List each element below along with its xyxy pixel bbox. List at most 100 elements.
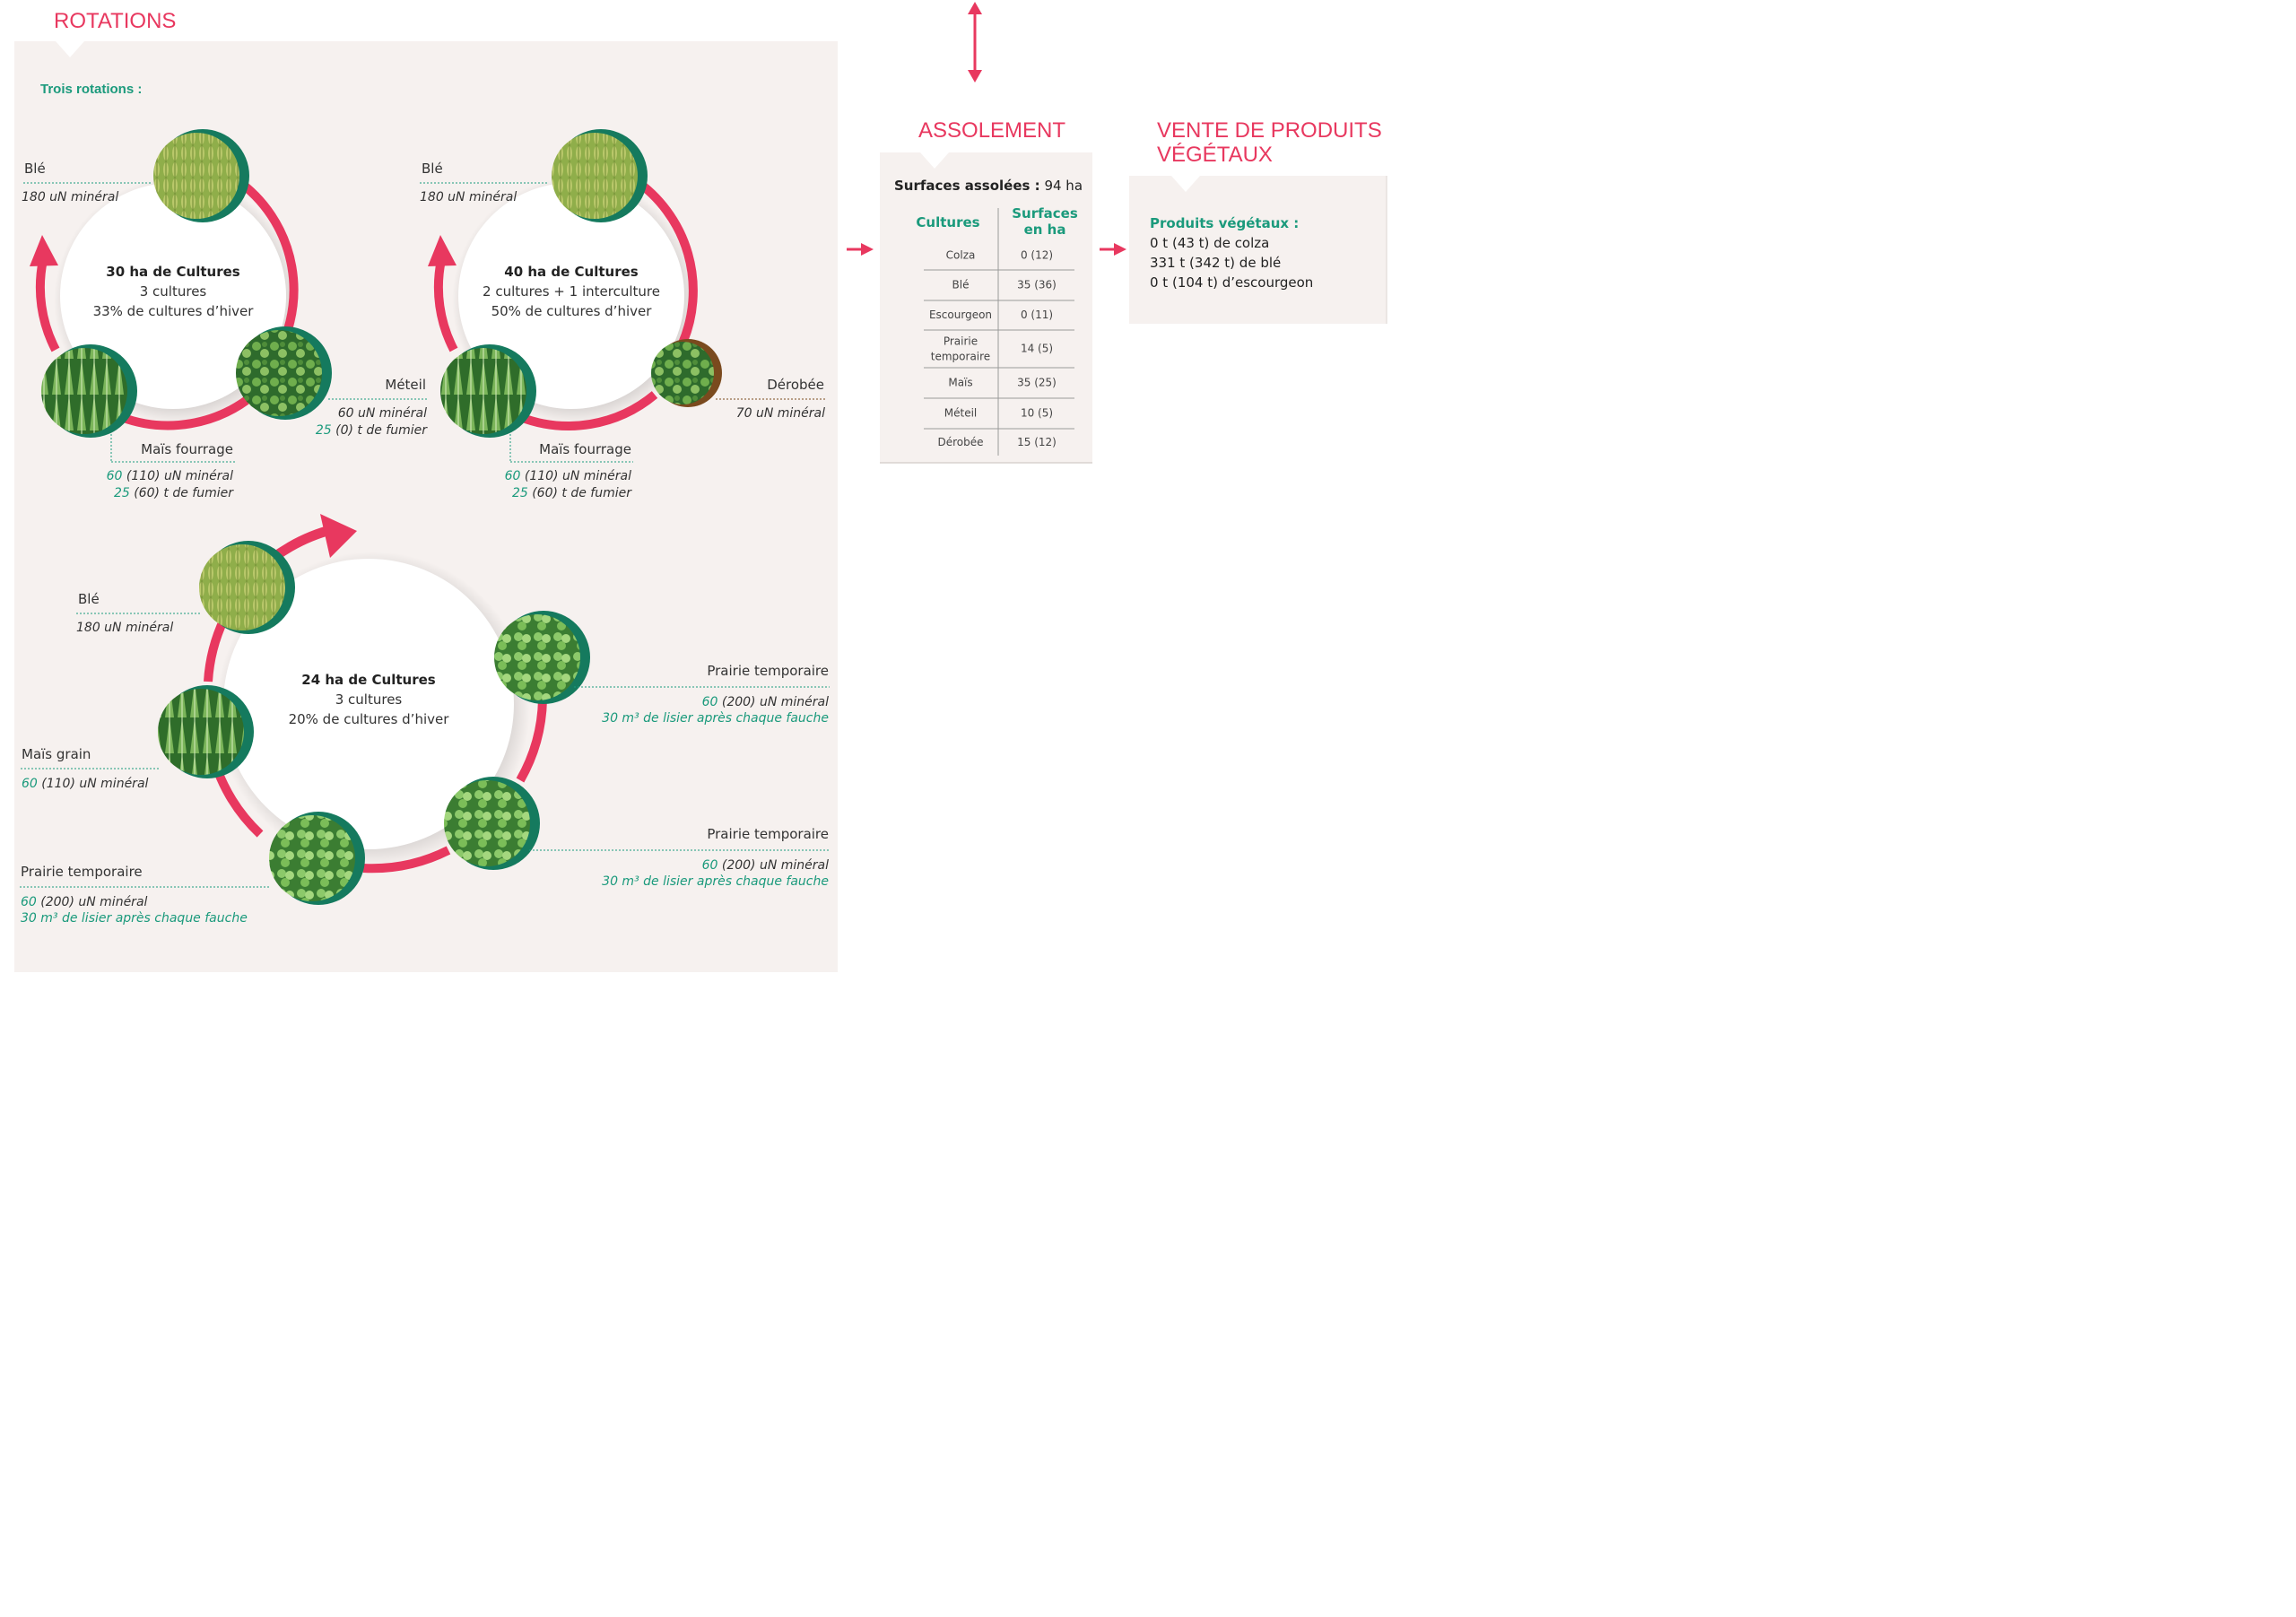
rotation-1-mais-image [41, 344, 137, 438]
rotation-2-ble-n: 180 uN minéral [420, 190, 517, 204]
rotation-3-prairie-bottomright-image [444, 777, 540, 870]
rotation-1-ble-image [153, 129, 249, 222]
rotation-1-meteil-fumier-text: (0) t de fumier [335, 423, 428, 438]
rotation-3-prairie-c-label: Prairie temporaire [21, 864, 143, 880]
table-header-cultures: Cultures [916, 214, 979, 230]
rotation-2-mais-fumier: 25 (60) t de fumier [512, 486, 632, 500]
rotation-1-arrow-head [30, 235, 58, 266]
rotation-1-mais-fumier-text: (60) t de fumier [134, 486, 234, 500]
surfaces-assolees-value: 94 ha [1044, 178, 1083, 194]
produits-vegetaux-label: Produits végétaux : [1150, 215, 1299, 231]
rotation-2-arc-right [631, 175, 698, 348]
rotation-1-mais-n: 60 (110) uN minéral [107, 469, 234, 483]
surfaces-assolees-label: Surfaces assolées : [894, 178, 1040, 194]
trois-rotations-label: Trois rotations : [40, 82, 142, 97]
rotation-2-derobee-label: Dérobée [767, 377, 824, 393]
rotation-3-ble-n: 180 uN minéral [76, 621, 173, 635]
surfaces-assolees: Surfaces assolées : 94 ha [894, 178, 1083, 194]
rotation-3-prairie-a-n-green: 60 [702, 695, 718, 709]
table-cell-culture: Prairie temporaire [931, 335, 990, 363]
vente-line-ble: 331 t (342 t) de blé [1150, 255, 1281, 271]
vente-title-line2: VÉGÉTAUX [1157, 143, 1273, 167]
assolement-box [880, 152, 1092, 463]
rotation-3-center-line3: 20% de cultures d’hiver [289, 711, 450, 727]
rotation-2-mais-n-text: (110) uN minéral [525, 469, 631, 483]
rotation-1-ble-n: 180 uN minéral [22, 190, 118, 204]
rotation-3-prairie-a-lisier: 30 m³ de lisier après chaque fauche [602, 711, 829, 726]
rotation-3-ble-label: Blé [78, 591, 100, 607]
rotation-3-prairie-a-n: 60 (200) uN minéral [702, 695, 830, 709]
table-cell-surface: 15 (12) [1017, 436, 1057, 448]
rotation-2-mais-label: Maïs fourrage [539, 441, 631, 457]
table-cell-surface: 10 (5) [1021, 407, 1053, 420]
rotation-1-center-line2: 3 cultures [140, 283, 207, 300]
vertical-double-arrow [968, 2, 982, 83]
rotation-3-prairie-a-label: Prairie temporaire [707, 663, 829, 679]
rotation-2-mais-n-green: 60 [505, 469, 521, 483]
rotation-2-center-line2: 2 cultures + 1 interculture [483, 283, 660, 300]
rotation-3-prairie-c-lisier: 30 m³ de lisier après chaque fauche [21, 911, 248, 926]
rotation-3-maisgrain-n: 60 (110) uN minéral [22, 777, 149, 791]
rotation-1-meteil-fumier-green: 25 [316, 423, 332, 438]
rotation-3-center-line2: 3 cultures [335, 691, 403, 708]
rotation-3-prairie-c-n-text: (200) uN minéral [40, 895, 147, 909]
table-row: Colza 0 (12) [946, 249, 1053, 262]
vertical-arrow-down-head [968, 70, 982, 83]
rotation-1-mais-label: Maïs fourrage [141, 441, 233, 457]
rotation-1-ble-label: Blé [24, 161, 46, 177]
arrow-to-assolement [847, 243, 874, 256]
rotation-1-meteil-image [236, 326, 332, 420]
table-cell-surface: 0 (12) [1021, 249, 1053, 262]
rotation-3: 24 ha de Cultures 3 cultures 20% de cult… [20, 514, 830, 926]
rotation-2-center-bold: 40 ha de Cultures [504, 264, 639, 280]
rotations-title: ROTATIONS [54, 9, 176, 33]
rotation-2-ble-image [552, 129, 648, 222]
assolement-panel: ASSOLEMENT Surfaces assolées : 94 ha Cul… [880, 118, 1092, 464]
rotation-1-arc-bottom [119, 391, 257, 430]
table-cell-culture: Escourgeon [929, 309, 992, 321]
rotation-3-center-bold: 24 ha de Cultures [301, 672, 436, 688]
rotation-2-mais-n: 60 (110) uN minéral [505, 469, 632, 483]
rotation-2-center-line3: 50% de cultures d’hiver [491, 303, 653, 319]
table-cell-culture-line1: Prairie [944, 335, 978, 348]
rotation-2-ble-label: Blé [422, 161, 443, 177]
rotation-2-arrow-head [428, 235, 457, 266]
rotation-2: 40 ha de Cultures 2 cultures + 1 intercu… [420, 129, 825, 500]
rotation-3-prairie-c-n-green: 60 [21, 895, 37, 909]
vente-line-colza: 0 t (43 t) de colza [1150, 235, 1269, 251]
assolement-notch [920, 152, 949, 169]
rotation-1-center-bold: 30 ha de Cultures [106, 264, 240, 280]
vente-title-line1: VENTE DE PRODUITS [1157, 118, 1382, 143]
rotation-1-center-line3: 33% de cultures d’hiver [93, 303, 255, 319]
rotation-3-maisgrain-image [158, 685, 254, 778]
rotation-3-disc [223, 559, 514, 849]
assolement-title: ASSOLEMENT [918, 118, 1065, 143]
vente-box [1129, 176, 1387, 324]
rotation-1-mais-n-text: (110) uN minéral [126, 469, 233, 483]
vente-line-escourgeon: 0 t (104 t) d’escourgeon [1150, 274, 1313, 291]
rotation-3-prairie-bottomleft-image [269, 812, 365, 905]
rotation-2-derobee-n: 70 uN minéral [736, 406, 825, 421]
rotation-2-derobee-image [651, 339, 722, 407]
rotation-3-prairie-a-n-text: (200) uN minéral [722, 695, 829, 709]
rotation-3-maisgrain-label: Maïs grain [22, 746, 91, 762]
table-cell-culture: Colza [946, 249, 976, 262]
rotation-1-mais-fumier: 25 (60) t de fumier [114, 486, 234, 500]
table-cell-surface: 35 (25) [1017, 377, 1057, 389]
rotation-3-arc-right [516, 699, 547, 783]
rotation-3-prairie-b-n: 60 (200) uN minéral [702, 858, 830, 873]
vente-notch [1171, 176, 1200, 192]
table-cell-culture-line2: temporaire [931, 351, 990, 363]
rotation-1-arc-left [35, 258, 60, 352]
arrow-to-vente [1100, 243, 1126, 256]
rotation-1-meteil-fumier: 25 (0) t de fumier [316, 423, 428, 438]
rotation-1-mais-n-green: 60 [107, 469, 123, 483]
table-cell-culture: Dérobée [937, 436, 983, 448]
rotation-1-meteil-n: 60 uN minéral [338, 406, 427, 421]
vertical-arrow-up-head [968, 2, 982, 14]
